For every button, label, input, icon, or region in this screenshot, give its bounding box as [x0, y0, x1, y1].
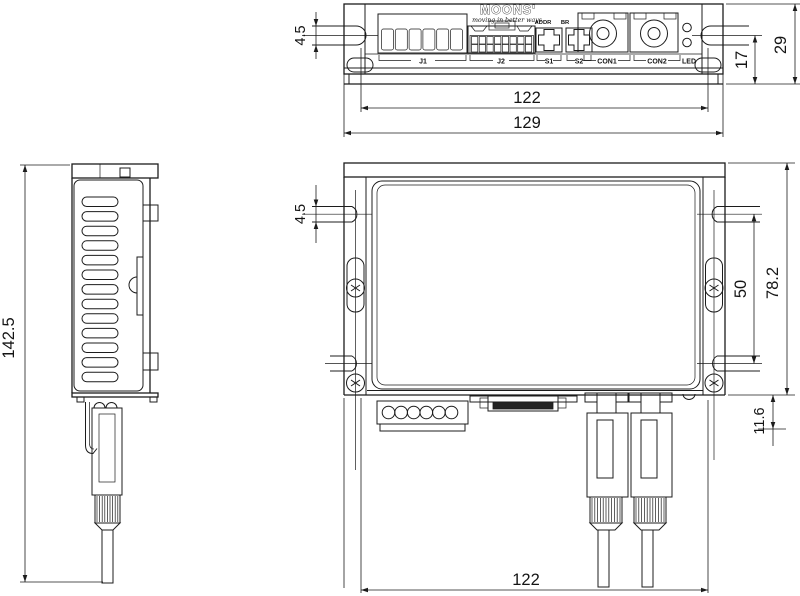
dim-top-122-label: 122: [513, 89, 541, 107]
top-view: MOONS' moving in better ways ADDR BR: [293, 3, 800, 137]
s2-label: S2: [575, 59, 584, 66]
dim-side-142-5: 142.5: [0, 164, 103, 583]
front-left-bracket: [302, 190, 372, 470]
vent-slots: [81, 196, 119, 383]
top-view-dimensions: 4.5 17 29 122: [293, 3, 800, 137]
dim-top-29: 29: [726, 3, 800, 84]
dim-front-11-6-label: 11.6: [752, 407, 768, 434]
top-left-mount-slot: [302, 25, 378, 73]
dim-top-17-label: 17: [733, 51, 751, 69]
front-view-dimensions: 4.5 50 78.2 11.6: [293, 162, 795, 593]
side-view: 142.5: [0, 163, 159, 584]
dim-front-78-2: 78.2: [728, 162, 795, 396]
dim-front-slot-label: 4.5: [293, 204, 309, 224]
dim-top-17: 17: [726, 35, 800, 85]
br-label: BR: [561, 20, 570, 26]
side-cable-plug: [85, 402, 123, 584]
dim-front-50: 50: [732, 214, 757, 364]
front-view-chassis: [343, 162, 726, 396]
dim-side-142-5-label: 142.5: [0, 317, 18, 358]
moons-logo: MOONS' moving in better ways: [472, 3, 542, 24]
j2-connector: [467, 20, 536, 54]
j2-pin-grid: [471, 36, 533, 53]
dim-front-11-6: 11.6: [752, 395, 786, 446]
j1-connector: [377, 13, 468, 54]
front-view: 4.5 50 78.2 11.6: [293, 162, 795, 593]
dim-top-129-label: 129: [513, 114, 541, 132]
din-clip: [469, 395, 578, 412]
brand-text: MOONS': [480, 3, 536, 17]
led-indicators: [682, 22, 692, 48]
con1-connector: [577, 12, 629, 53]
led-label: LED: [682, 59, 696, 66]
s1-label: S1: [545, 59, 554, 66]
dim-front-78-2-label: 78.2: [764, 267, 782, 299]
con1-label: CON1: [597, 59, 617, 66]
j2-label: J2: [497, 59, 505, 66]
front-right-bracket: [697, 190, 762, 460]
dim-top-slot-label: 4.5: [293, 25, 309, 45]
hanging-loop: [682, 393, 696, 400]
faceplate-labels: J1 J2 S1 S2 CON1 CON2 LED: [378, 55, 696, 66]
side-view-housing: [71, 163, 159, 403]
dim-front-122: 122: [343, 398, 709, 593]
addr-label: ADDR: [535, 20, 553, 26]
dim-front-122-label: 122: [512, 571, 540, 589]
front-terminal-block: [376, 400, 469, 432]
dim-top-29-label: 29: [772, 36, 790, 54]
con2-connector: [629, 12, 679, 53]
j1-label: J1: [419, 59, 427, 66]
addr-rotary-switch-s1: ADDR: [535, 20, 563, 53]
dim-top-129: 129: [343, 74, 724, 137]
dim-front-slot-4-5: 4.5: [293, 185, 319, 243]
dim-front-50-label: 50: [732, 280, 750, 298]
dim-top-slot-4-5: 4.5: [293, 12, 319, 59]
con2-label: CON2: [647, 59, 667, 66]
top-view-housing: [302, 3, 762, 85]
brand-tagline: moving in better ways: [472, 17, 542, 24]
dim-top-122: 122: [360, 48, 709, 112]
